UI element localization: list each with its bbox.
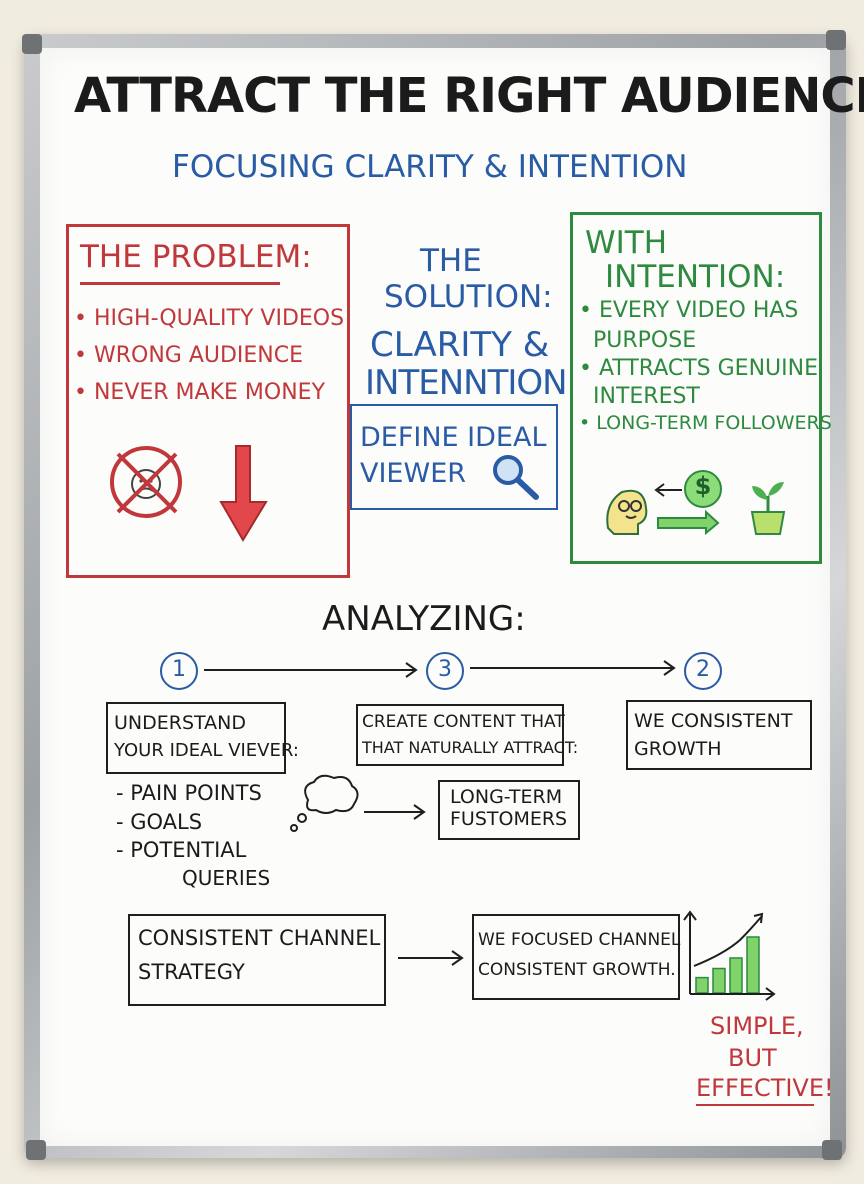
create-content-box	[356, 704, 564, 766]
channel-strategy-box	[128, 914, 386, 1006]
page-title: ATTRACT THE RIGHT AUDIENCE	[74, 68, 864, 124]
create-content-line: THAT NATURALLY ATTRACT:	[362, 738, 579, 757]
solution-line: INTENNTION	[365, 363, 568, 403]
thought-cloud-icon	[290, 774, 359, 832]
viewer-list-item: - PAIN POINTS	[116, 781, 262, 805]
step-number: 3	[438, 657, 452, 682]
consistent-growth-box	[626, 700, 812, 770]
consistent-growth-line: GROWTH	[634, 738, 722, 760]
exchange-arrows-icon	[654, 483, 720, 536]
intention-panel	[570, 212, 822, 564]
closing-line: BUT	[728, 1044, 777, 1072]
magnifier-icon	[493, 455, 539, 500]
long-term-line: LONG-TERM	[450, 786, 563, 808]
viewer-list-item: QUERIES	[182, 866, 271, 890]
closing-line: SIMPLE,	[710, 1012, 804, 1040]
step-number: 1	[172, 657, 186, 682]
intention-item: • LONG-TERM FOLLOWERS	[579, 412, 832, 434]
no-sad-face-icon	[110, 446, 182, 518]
whiteboard-surface	[40, 48, 830, 1146]
focused-channel-line: CONSISTENT GROWTH.	[478, 960, 676, 980]
sprout-pot-icon	[750, 482, 786, 535]
problem-item: • NEVER MAKE MONEY	[74, 380, 326, 405]
down-arrow-icon	[219, 445, 268, 542]
channel-strategy-line: CONSISTENT CHANNEL	[138, 926, 381, 950]
growth-bar	[746, 936, 760, 994]
viewer-list-item: - POTENTIAL	[116, 838, 247, 862]
focused-channel-box	[472, 914, 680, 1000]
heading-underline	[80, 282, 280, 285]
closing-underline	[696, 1104, 814, 1106]
focused-channel-line: WE FOCUSED CHANNEL	[478, 930, 681, 950]
channel-strategy-line: STRATEGY	[138, 960, 245, 984]
intention-heading: WITH	[585, 225, 668, 261]
viewer-list-item: - GOALS	[116, 810, 203, 834]
person-head-icon	[606, 489, 648, 535]
frame-corner	[22, 34, 42, 54]
define-viewer-box	[350, 404, 558, 510]
frame-corner	[826, 30, 846, 50]
step-number: 2	[696, 657, 710, 682]
dollar-coin-icon	[684, 470, 722, 508]
consistent-growth-line: WE CONSISTENT	[634, 710, 793, 732]
long-term-line: FUSTOMERS	[450, 808, 568, 830]
closing-line: EFFECTIVE!	[696, 1074, 834, 1102]
intention-item: • EVERY VIDEO HAS	[579, 298, 799, 323]
define-viewer-line: VIEWER	[360, 458, 467, 489]
page-subtitle: FOCUSING CLARITY & INTENTION	[172, 149, 688, 185]
dollar-symbol: $	[694, 472, 712, 500]
solution-line: SOLUTION:	[384, 279, 553, 315]
understand-box	[106, 702, 286, 774]
analyzing-heading: ANALYZING:	[322, 599, 526, 639]
long-term-box	[438, 780, 580, 840]
intention-item: • ATTRACTS GENUINE	[579, 356, 818, 381]
problem-heading: THE PROBLEM:	[80, 239, 312, 275]
frame-corner	[822, 1140, 842, 1160]
step-circle	[426, 652, 464, 690]
problem-item: • HIGH-QUALITY VIDEOS	[74, 306, 345, 331]
understand-line: YOUR IDEAL VIEVER:	[114, 740, 299, 761]
define-viewer-line: DEFINE IDEAL	[360, 422, 547, 453]
problem-item: • WRONG AUDIENCE	[74, 343, 304, 368]
solution-line: CLARITY &	[370, 325, 550, 365]
step-circle	[160, 652, 198, 690]
create-content-line: CREATE CONTENT THAT	[362, 712, 565, 732]
problem-panel	[66, 224, 350, 578]
frame-corner	[26, 1140, 46, 1160]
solution-line: THE	[420, 243, 482, 279]
growth-bar-chart-icon	[683, 910, 776, 1001]
growth-bar	[712, 967, 726, 994]
intention-item: PURPOSE	[593, 328, 697, 353]
step-circle	[684, 652, 722, 690]
understand-line: UNDERSTAND	[114, 712, 246, 734]
intention-heading: INTENTION:	[605, 259, 786, 295]
growth-bar	[729, 957, 743, 994]
intention-item: INTEREST	[593, 384, 700, 409]
growth-bar	[695, 976, 709, 994]
